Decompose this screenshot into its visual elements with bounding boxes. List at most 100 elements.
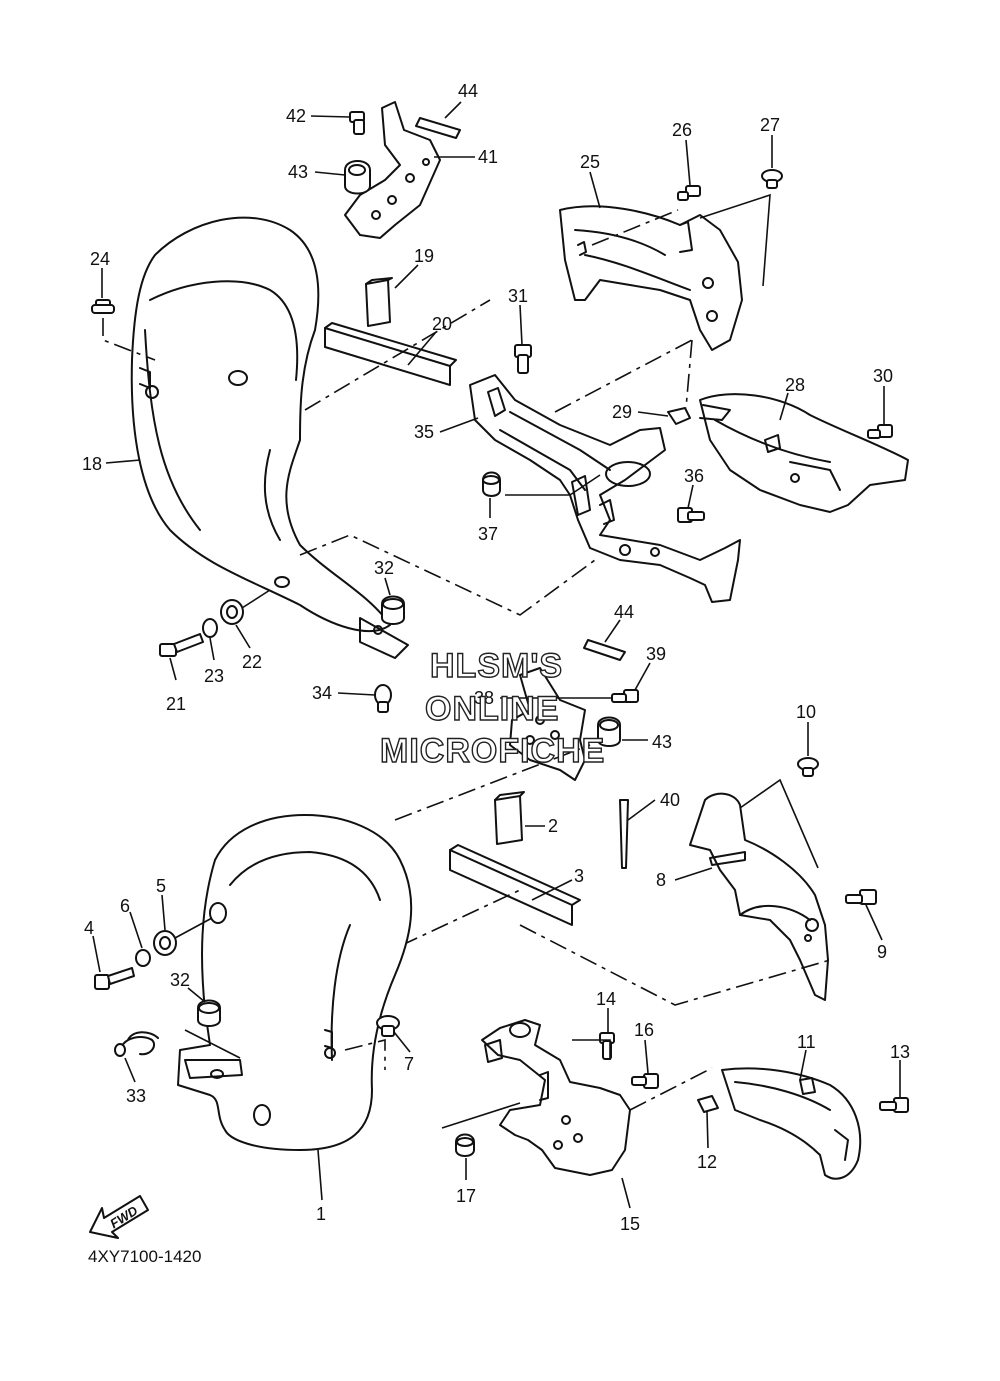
bolt-part-30[interactable] — [867, 424, 893, 439]
callout-36: 36 — [684, 466, 704, 486]
bolt-part-9[interactable] — [845, 889, 877, 905]
callout-2: 2 — [548, 816, 558, 836]
bolt-part-36[interactable] — [677, 507, 705, 523]
callout-40: 40 — [660, 790, 680, 810]
clip-part-33[interactable] — [114, 1031, 159, 1057]
pad-part-19[interactable] — [365, 277, 393, 327]
strip-part-44-lower[interactable] — [583, 639, 626, 661]
callout-24: 24 — [90, 249, 110, 269]
watermark-line-3: MICROFICHE — [380, 732, 605, 770]
bolt-part-13[interactable] — [879, 1097, 909, 1113]
grommet-part-43-upper[interactable] — [344, 160, 371, 195]
bolt-part-26[interactable] — [677, 185, 701, 201]
callout-17: 17 — [456, 1186, 476, 1206]
bolt-part-14[interactable] — [599, 1032, 615, 1060]
callout-6: 6 — [120, 896, 130, 916]
clip-part-29[interactable] — [667, 407, 691, 425]
callout-33: 33 — [126, 1086, 146, 1106]
callout-44-upper: 44 — [458, 81, 478, 101]
bolt-part-24[interactable] — [91, 299, 115, 314]
callout-32-lower: 32 — [170, 970, 190, 990]
bolt-part-16[interactable] — [631, 1073, 659, 1089]
clip-part-12[interactable] — [697, 1095, 719, 1113]
callout-29: 29 — [612, 402, 632, 422]
callout-10: 10 — [796, 702, 816, 722]
bushing-part-37[interactable] — [482, 471, 501, 497]
bolt-part-31[interactable] — [514, 344, 532, 374]
rivet-part-34[interactable] — [374, 684, 392, 713]
callout-44-lower: 44 — [614, 602, 634, 622]
inner-panel-part-28[interactable] — [699, 393, 909, 513]
callout-11: 11 — [797, 1032, 816, 1052]
callout-39: 39 — [646, 644, 666, 664]
callout-16: 16 — [634, 1020, 654, 1040]
inner-panel-part-25[interactable] — [559, 205, 743, 351]
callout-13: 13 — [890, 1042, 910, 1062]
watermark-line-2: ONLINE — [425, 690, 559, 728]
frame-part-35[interactable] — [469, 374, 741, 603]
callout-3: 3 — [574, 866, 584, 886]
watermark: HLSM'S ONLINE MICROFICHE — [379, 646, 605, 770]
grommet-part-43-lower[interactable] — [597, 716, 621, 747]
callout-32-upper: 32 — [374, 558, 394, 578]
callout-28: 28 — [785, 375, 805, 395]
callout-1: 1 — [316, 1204, 326, 1224]
callout-42: 42 — [286, 106, 306, 126]
callout-31: 31 — [508, 286, 528, 306]
bushing-part-32-upper[interactable] — [381, 595, 405, 625]
pad-part-2[interactable] — [494, 791, 525, 845]
bushing-part-17[interactable] — [455, 1133, 475, 1157]
callout-4: 4 — [84, 918, 94, 938]
bushing-part-32-lower[interactable] — [197, 999, 221, 1027]
callout-8: 8 — [656, 870, 666, 890]
callout-20: 20 — [432, 314, 452, 334]
cable-tie-part-40[interactable] — [619, 799, 629, 869]
bracket-part-lower-middle[interactable] — [509, 667, 586, 781]
callout-30: 30 — [873, 366, 893, 386]
watermark-line-1: HLSM'S — [430, 647, 563, 685]
callout-19: 19 — [414, 246, 434, 266]
washer-part-6[interactable] — [135, 949, 151, 967]
bolt-part-7[interactable] — [376, 1015, 400, 1037]
left-cowl-part-18[interactable] — [130, 216, 409, 659]
callout-21: 21 — [166, 694, 186, 714]
callout-34: 34 — [312, 683, 332, 703]
bushing-part-5[interactable] — [153, 930, 177, 956]
callout-22: 22 — [242, 652, 262, 672]
drawing-code: 4XY7100-1420 — [88, 1247, 201, 1266]
callout-27: 27 — [760, 115, 780, 135]
callout-5: 5 — [156, 876, 166, 896]
callout-14: 14 — [596, 989, 616, 1009]
strip-part-20[interactable] — [324, 322, 457, 386]
callout-9: 9 — [877, 942, 887, 962]
inner-panel-part-11[interactable] — [721, 1067, 862, 1180]
inner-panel-part-8[interactable] — [689, 792, 829, 1001]
strip-part-3[interactable] — [449, 844, 581, 926]
bracket-part-41[interactable] — [344, 101, 441, 239]
bolt-part-21[interactable] — [159, 633, 204, 657]
forward-direction-arrow-icon: FWD — [89, 1195, 149, 1239]
callout-35: 35 — [414, 422, 434, 442]
callout-18: 18 — [82, 454, 102, 474]
frame-part-15[interactable] — [481, 1019, 631, 1176]
callout-38: 38 — [474, 688, 494, 708]
rivet-part-27[interactable] — [761, 169, 783, 189]
rivet-part-10[interactable] — [797, 757, 819, 777]
callout-25: 25 — [580, 152, 600, 172]
callout-43-upper: 43 — [288, 162, 308, 182]
front-cowl-part-1[interactable] — [177, 814, 413, 1151]
callout-15: 15 — [620, 1214, 640, 1234]
callout-43-lower: 43 — [652, 732, 672, 752]
bolt-part-4[interactable] — [94, 967, 135, 990]
callout-26: 26 — [672, 120, 692, 140]
bolt-part-42[interactable] — [349, 111, 365, 135]
callout-41: 41 — [478, 147, 498, 167]
callout-7: 7 — [404, 1054, 414, 1074]
strip-part-44-upper[interactable] — [415, 117, 461, 139]
callout-12: 12 — [697, 1152, 717, 1172]
bushing-part-22[interactable] — [220, 599, 244, 625]
bolt-part-39[interactable] — [611, 689, 639, 703]
washer-part-23[interactable] — [202, 618, 218, 638]
callout-23: 23 — [204, 666, 224, 686]
